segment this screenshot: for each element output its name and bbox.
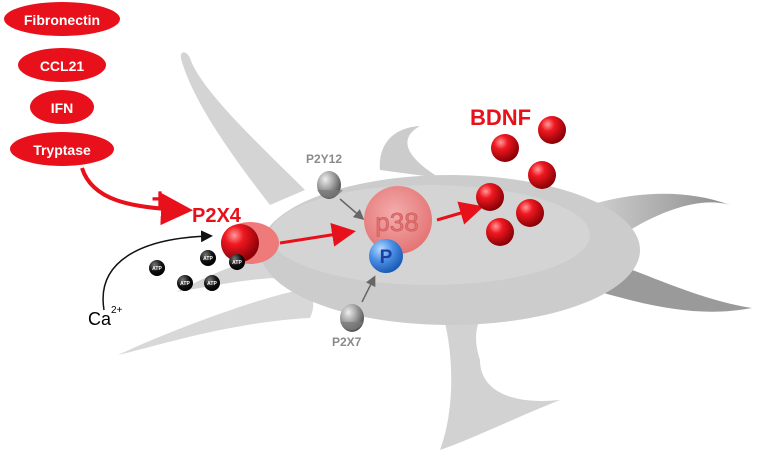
- p2x4-to-p38-arrow: [279, 222, 356, 247]
- stimulus-arrow: [80, 167, 193, 226]
- stimulus-ccl21: CCL21: [18, 48, 106, 82]
- bdnf-label: BDNF: [470, 105, 531, 130]
- atp-molecule: ATP: [200, 250, 216, 266]
- stimuli-list: Fibronectin CCL21 IFN Tryptase: [4, 2, 120, 166]
- stimulus-fibronectin: Fibronectin: [4, 2, 120, 36]
- process-left-short: [176, 255, 280, 292]
- bdnf-sphere: [516, 199, 544, 227]
- p2x7-label: P2X7: [332, 335, 362, 349]
- calcium-charge: 2+: [111, 305, 123, 316]
- svg-text:ATP: ATP: [207, 281, 217, 287]
- svg-text:ATP: ATP: [203, 256, 213, 262]
- process-upper-left: [180, 52, 305, 206]
- bdnf-spheres: [476, 116, 566, 246]
- p2x4-label: P2X4: [192, 205, 242, 227]
- plus-sign: +: [151, 183, 169, 216]
- p38-label: p38: [375, 207, 418, 237]
- stimulus-label: Tryptase: [33, 142, 91, 158]
- cell-body-highlight: [270, 185, 590, 285]
- stimulus-ifn: IFN: [30, 90, 94, 124]
- svg-text:ATP: ATP: [232, 260, 242, 266]
- svg-text:ATP: ATP: [180, 281, 190, 287]
- bdnf-sphere: [486, 218, 514, 246]
- bdnf-sphere: [528, 161, 556, 189]
- svg-text:ATP: ATP: [152, 266, 162, 272]
- bdnf-sphere: [491, 134, 519, 162]
- process-upper-middle: [379, 126, 440, 178]
- atp-molecule: ATP: [204, 275, 220, 291]
- p2y12-arrow: [339, 198, 365, 220]
- phospho-label: P: [380, 247, 393, 268]
- phospho-group: P: [369, 239, 403, 273]
- process-lower-left: [118, 290, 314, 355]
- process-bottom: [440, 300, 560, 450]
- stimulus-label: Fibronectin: [24, 12, 100, 28]
- stimulus-label: IFN: [51, 100, 74, 116]
- atp-molecules: ATP ATP ATP ATP ATP: [149, 250, 245, 291]
- stimulus-tryptase: Tryptase: [10, 132, 114, 166]
- bdnf-sphere: [476, 183, 504, 211]
- p2x7-receptor: [340, 304, 364, 332]
- calcium-arrow: [102, 230, 213, 311]
- process-lower-right: [600, 262, 752, 312]
- p2y12-label: P2Y12: [306, 152, 342, 166]
- bdnf-sphere: [538, 116, 566, 144]
- calcium-label: Ca: [88, 309, 112, 329]
- p38-kinase: p38: [364, 186, 432, 254]
- atp-molecule: ATP: [177, 275, 193, 291]
- p2y12-receptor: [317, 171, 343, 199]
- atp-molecule: ATP: [229, 254, 245, 270]
- stimulus-label: CCL21: [40, 58, 85, 74]
- p2x7-arrow: [361, 275, 376, 303]
- microglia-cell: [118, 52, 752, 450]
- atp-molecule: ATP: [149, 260, 165, 276]
- p38-to-bdnf-arrow: [436, 201, 484, 225]
- p2x4-receptor: [221, 222, 279, 264]
